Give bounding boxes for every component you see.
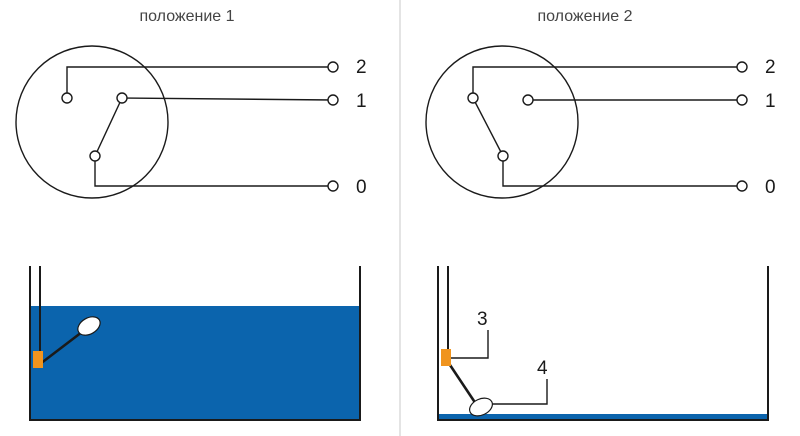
terminal-label-2: 2 bbox=[765, 57, 776, 78]
switch-blade bbox=[94, 97, 123, 157]
callout-3-leader bbox=[451, 330, 489, 359]
wire-terminal-1 bbox=[121, 97, 334, 101]
tank-outline bbox=[437, 266, 769, 421]
float-sensor-body bbox=[33, 351, 43, 368]
contact-1-node bbox=[116, 92, 128, 104]
terminal-1-node bbox=[327, 94, 339, 106]
switch-housing-circle bbox=[425, 45, 579, 199]
callout-label-4: 4 bbox=[537, 358, 548, 379]
terminal-0-node bbox=[736, 180, 748, 192]
terminal-label-1: 1 bbox=[356, 91, 367, 112]
common-contact-node bbox=[497, 150, 509, 162]
float-bulb bbox=[77, 316, 101, 336]
contact-2-node bbox=[61, 92, 73, 104]
terminal-label-0: 0 bbox=[356, 177, 367, 198]
terminal-2-node bbox=[736, 61, 748, 73]
wire-terminal-2 bbox=[472, 66, 742, 97]
terminal-2-node bbox=[327, 61, 339, 73]
panel-position-2: положение 2 2 1 0 bbox=[425, 8, 776, 421]
panel-title: положение 2 bbox=[537, 8, 632, 25]
wire-terminal-0 bbox=[94, 156, 333, 187]
terminal-label-0: 0 bbox=[765, 177, 776, 198]
switch-housing-circle bbox=[15, 45, 169, 199]
tank-outline bbox=[29, 266, 361, 421]
terminal-label-2: 2 bbox=[356, 57, 367, 78]
callout-4-leader bbox=[493, 379, 548, 405]
panel-position-1: положение 1 2 1 0 bbox=[15, 8, 367, 421]
float-bulb bbox=[469, 397, 493, 417]
contact-2-node bbox=[467, 92, 479, 104]
contact-1-node bbox=[522, 94, 534, 106]
water-fill bbox=[438, 414, 768, 420]
callout-label-3: 3 bbox=[477, 309, 488, 330]
common-contact-node bbox=[89, 150, 101, 162]
terminal-label-1: 1 bbox=[765, 91, 776, 112]
wire-terminal-2 bbox=[66, 66, 333, 97]
switch-blade bbox=[472, 97, 504, 157]
float-sensor-body bbox=[441, 349, 451, 366]
panel-title: положение 1 bbox=[139, 8, 234, 25]
float-arm bbox=[39, 330, 83, 366]
terminal-0-node bbox=[327, 180, 339, 192]
terminal-1-node bbox=[736, 94, 748, 106]
float-arm bbox=[446, 361, 478, 405]
wire-terminal-0 bbox=[502, 156, 742, 187]
